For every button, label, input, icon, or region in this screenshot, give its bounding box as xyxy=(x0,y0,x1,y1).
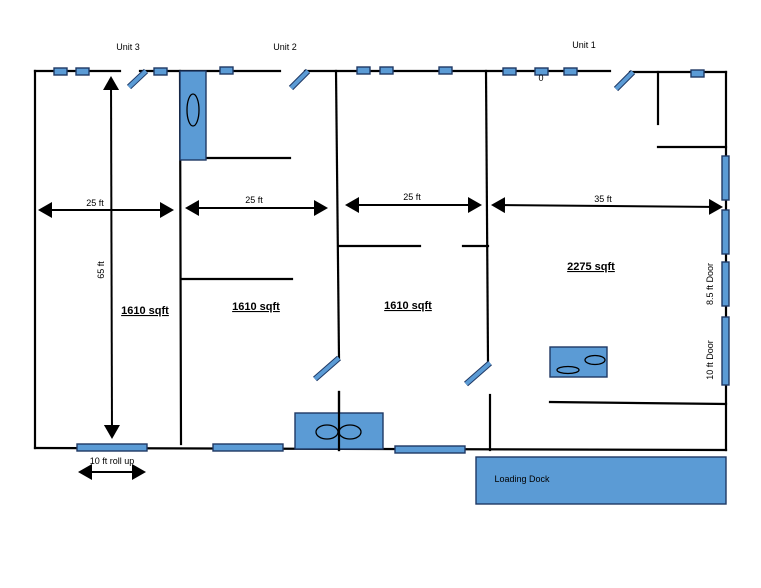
door xyxy=(289,69,310,90)
doors xyxy=(126,68,636,387)
top-windows xyxy=(53,66,705,78)
window xyxy=(534,67,549,76)
unit-2-label: Unit 2 xyxy=(273,42,297,52)
partition-wall xyxy=(334,69,341,360)
unit-2-area: 1610 sqft xyxy=(232,301,280,313)
window xyxy=(75,67,90,76)
loading-dock-label: Loading Dock xyxy=(494,474,550,484)
exterior-walls xyxy=(33,69,728,452)
unit-3-area: 1610 sqft xyxy=(121,305,169,317)
toilet-icon xyxy=(186,93,200,127)
window xyxy=(502,67,517,76)
restroom-block xyxy=(179,70,207,161)
dim-label-unit3: 25 ft xyxy=(86,198,104,208)
height-dim-label: 65 ft xyxy=(96,261,106,279)
door xyxy=(464,361,492,386)
labels: Unit 3 Unit 2 Unit 1 0 25 ft 25 ft 25 ft… xyxy=(86,40,715,484)
bottom-doors xyxy=(76,443,466,454)
fixtures xyxy=(179,70,608,452)
toilet-icon xyxy=(584,354,606,366)
dimension-arrow-vertical xyxy=(103,76,120,439)
door xyxy=(313,356,341,381)
side-door xyxy=(721,155,730,201)
dimension-lines xyxy=(38,76,723,480)
unit-1-area: 2275 sqft xyxy=(567,261,615,273)
right-doors xyxy=(721,155,730,386)
unit-1-label: Unit 1 xyxy=(572,40,596,50)
window xyxy=(438,66,453,75)
roll-up-door xyxy=(212,443,284,452)
door-label-10: 10 ft Door xyxy=(705,340,715,380)
window xyxy=(356,66,371,75)
roll-up-label: 10 ft roll up xyxy=(90,456,135,466)
interior-walls xyxy=(178,69,728,452)
window xyxy=(53,67,68,76)
interior-wall xyxy=(548,400,728,406)
dim-label-middle: 25 ft xyxy=(403,192,421,202)
roll-up-door xyxy=(76,443,148,452)
small-mark: 0 xyxy=(538,73,543,83)
unit-3-label: Unit 3 xyxy=(116,42,140,52)
loading-dock xyxy=(475,456,727,505)
window xyxy=(690,69,705,78)
window xyxy=(219,66,234,75)
toilet-icon xyxy=(556,365,580,375)
side-door xyxy=(721,209,730,255)
window xyxy=(563,67,578,76)
window xyxy=(153,67,168,76)
roll-up-door xyxy=(394,445,466,454)
middle-unit-area: 1610 sqft xyxy=(384,300,432,312)
partition-wall xyxy=(484,69,490,364)
door-label-8-5: 8.5 ft Door xyxy=(705,263,715,305)
side-door xyxy=(721,261,730,307)
side-door xyxy=(721,316,730,386)
door xyxy=(614,70,635,91)
dimension-arrow xyxy=(491,197,723,215)
window xyxy=(379,66,394,75)
dim-label-unit1: 35 ft xyxy=(594,194,612,204)
dim-label-unit2: 25 ft xyxy=(245,195,263,205)
door xyxy=(127,69,148,89)
